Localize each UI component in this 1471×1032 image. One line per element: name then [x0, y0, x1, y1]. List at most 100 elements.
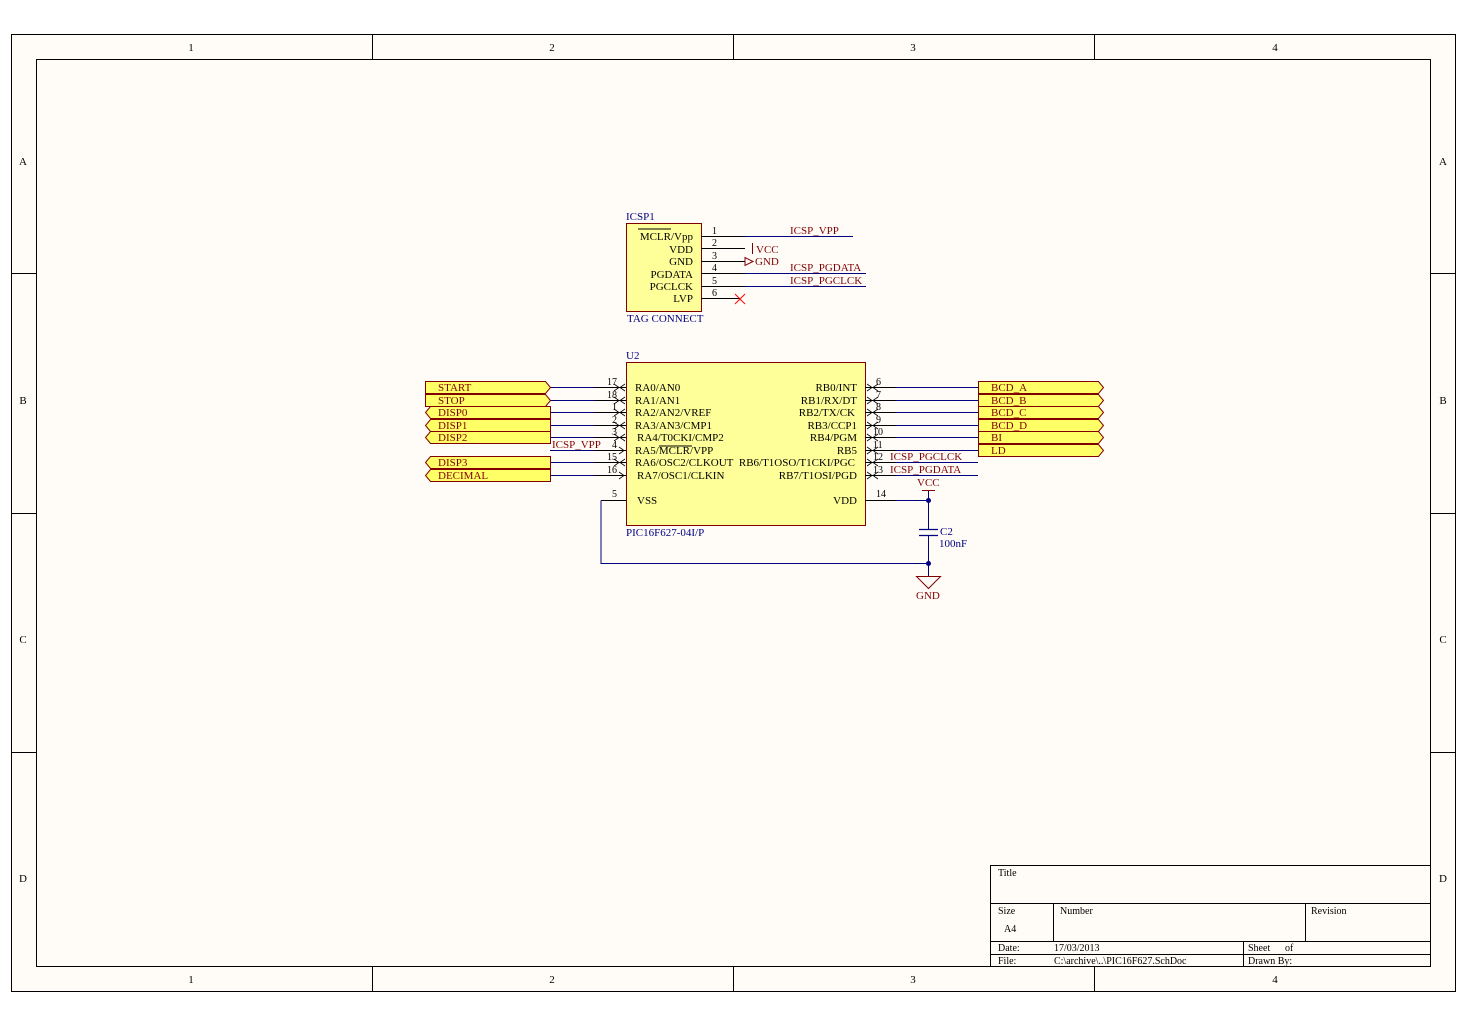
port-label-disp3: DISP3	[438, 457, 468, 469]
zone-row-b-left: B	[19, 395, 26, 407]
port-bcd-d[interactable]: BCD_D	[978, 419, 1105, 433]
mcu-pin-num-3: 3	[612, 427, 617, 438]
port-disp0[interactable]: DISP0	[424, 406, 551, 420]
junction-vdd	[926, 498, 931, 503]
mcu-pin-name-ra1: RA1/AN1	[635, 395, 680, 407]
port-label-bcd-b: BCD_B	[991, 395, 1026, 407]
icsp-pin-num-4: 4	[712, 263, 717, 274]
power-label-gnd-u2: GND	[916, 590, 940, 602]
mcu-pin-name-ra6: RA6/OSC2/CLKOUT	[635, 457, 734, 469]
port-bcd-a[interactable]: BCD_A	[978, 381, 1105, 395]
zone-row-a-right: A	[1439, 156, 1447, 168]
zone-col-2-bottom: 2	[549, 974, 555, 986]
icsp-pin-num-6: 6	[712, 288, 717, 299]
mcu-pin-name-rb0: RB0/INT	[815, 382, 857, 394]
port-decimal[interactable]: DECIMAL	[424, 469, 551, 483]
icsp-body[interactable]	[626, 223, 702, 312]
mcu-comment: PIC16F627-04I/P	[626, 527, 704, 539]
icsp-pin-num-5: 5	[712, 276, 717, 287]
date-label: Date:	[998, 943, 1020, 954]
number-label: Number	[1060, 906, 1093, 917]
mcu-right-io-arrows	[866, 383, 879, 480]
power-label-vcc-icsp: VCC	[756, 244, 779, 256]
no-connect-marker	[734, 293, 746, 305]
zone-col-4-top: 4	[1272, 42, 1278, 54]
mcu-pin-num-5: 5	[612, 489, 617, 500]
port-disp3[interactable]: DISP3	[424, 456, 551, 470]
port-label-stop: STOP	[438, 395, 465, 407]
port-label-disp1: DISP1	[438, 420, 467, 432]
mcu-pin-name-rb1: RB1/RX/DT	[801, 395, 858, 407]
net-label-pgclck-u2: ICSP_PGCLCK	[890, 451, 962, 463]
port-label-disp0: DISP0	[438, 407, 468, 419]
port-label-start: START	[438, 382, 472, 394]
mcu-pin-num-16: 16	[607, 465, 617, 476]
wire-vss-gnd[interactable]	[600, 500, 928, 564]
mcu-pin-name-vdd: VDD	[833, 495, 857, 507]
icsp-pin-name-4: PGDATA	[650, 269, 693, 281]
port-bcd-c[interactable]: BCD_C	[978, 406, 1105, 420]
mcu-pin-name-rb7: RB7/T1OSI/PGD	[779, 470, 857, 482]
capacitor-value: 100nF	[939, 538, 967, 550]
zone-dividers	[11, 34, 1456, 992]
zone-row-b-right: B	[1439, 395, 1446, 407]
mcu-pin-name-ra7: RA7/OSC1/CLKIN	[637, 470, 724, 482]
mcu-pin-num-4: 4	[612, 440, 617, 451]
mcu-pin-name-vss: VSS	[637, 495, 657, 507]
title-label: Title	[998, 868, 1017, 879]
capacitor-designator: C2	[940, 526, 953, 538]
power-port-gnd-icsp[interactable]	[744, 256, 755, 267]
mcu-pin-num-11: 11	[873, 440, 883, 451]
mcu-pin-num-13: 13	[873, 465, 883, 476]
mcu-pin-num-8: 8	[876, 402, 881, 413]
mcu-pin-num-15: 15	[607, 452, 617, 463]
zone-row-d-left: D	[19, 873, 27, 885]
port-ld[interactable]: LD	[978, 444, 1105, 458]
port-disp1[interactable]: DISP1	[424, 419, 551, 433]
mcu-pin-name-ra4: RA4/T0CKI/CMP2	[637, 432, 724, 444]
capacitor-c2[interactable]	[919, 528, 938, 537]
zone-col-1-top: 1	[188, 42, 194, 54]
net-label-icsp-vpp-u2: ICSP_VPP	[552, 439, 601, 451]
port-bcd-b[interactable]: BCD_B	[978, 394, 1105, 408]
port-label-decimal: DECIMAL	[438, 470, 488, 482]
power-port-gnd-u2[interactable]	[915, 576, 942, 590]
zone-col-3-top: 3	[910, 42, 916, 54]
port-label-bcd-c: BCD_C	[991, 407, 1026, 419]
icsp-pin-num-3: 3	[712, 251, 717, 262]
zone-row-a-left: A	[19, 156, 27, 168]
port-label-bcd-a: BCD_A	[991, 382, 1027, 394]
port-label-bcd-d: BCD_D	[991, 420, 1027, 432]
icsp-pin-name-3: GND	[669, 256, 693, 268]
icsp-designator: ICSP1	[626, 211, 655, 223]
icsp-pin-name-5: PGCLCK	[650, 281, 693, 293]
port-bi[interactable]: BI	[978, 431, 1105, 445]
mcu-pin-num-10: 10	[873, 427, 883, 438]
zone-col-1-bottom: 1	[188, 974, 194, 986]
sheet-of-label: of	[1285, 943, 1294, 954]
sheet-label: Sheet	[1248, 943, 1270, 954]
icsp-connector[interactable]: ICSP1 TAG CONNECT MCLR/Vpp VDD GND PGDAT…	[626, 211, 745, 325]
title-block	[990, 865, 1431, 967]
icsp-comment: TAG CONNECT	[627, 313, 704, 325]
mcu-pin-name-ra2: RA2/AN2/VREF	[635, 407, 711, 419]
junction-gnd	[926, 561, 931, 566]
mcu-body[interactable]	[626, 362, 866, 526]
mcu-pin-num-6: 6	[876, 377, 881, 388]
left-ports: START STOP DISP0 DISP1 DISP2 DISP3 DECIM…	[424, 381, 552, 483]
mcu-pin-name-rb2: RB2/TX/CK	[799, 407, 855, 419]
size-label: Size	[998, 906, 1016, 917]
mcu-u2[interactable]: U2 PIC16F627-04I/P RA0/AN0 RA1/AN1 RA2/A…	[595, 350, 896, 539]
mcu-left-io-arrows	[613, 383, 626, 480]
port-stop[interactable]: STOP	[425, 394, 552, 408]
revision-label: Revision	[1311, 906, 1347, 917]
mcu-pin-name-rb3: RB3/CCP1	[807, 420, 857, 432]
mcu-pin-num-1: 1	[612, 402, 617, 413]
mcu-pin-name-rb5: RB5	[837, 445, 858, 457]
zone-col-4-bottom: 4	[1272, 974, 1278, 986]
zone-col-2-top: 2	[549, 42, 555, 54]
port-disp2[interactable]: DISP2	[424, 431, 551, 445]
port-start[interactable]: START	[425, 381, 552, 395]
